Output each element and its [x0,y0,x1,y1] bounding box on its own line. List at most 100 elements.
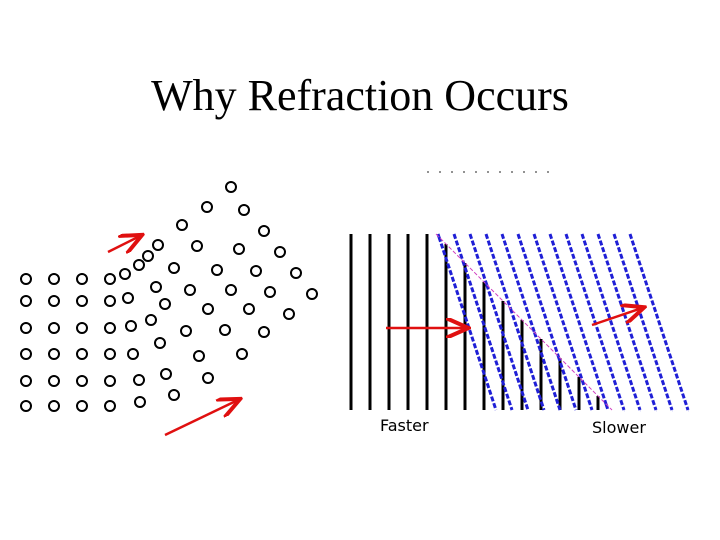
particle [193,350,205,362]
particle [211,264,223,276]
slide-title: Why Refraction Occurs [151,71,569,120]
particle [76,400,88,412]
particle [236,348,248,360]
particle [133,259,145,271]
particle [274,246,286,258]
particle [48,295,60,307]
wavefront-line-slow-upper [548,233,608,405]
particle [184,284,196,296]
particle [168,262,180,274]
dot [439,171,441,173]
wavefront-line-slow-upper [612,233,674,411]
particle [225,284,237,296]
boundary-line [435,233,613,411]
particle [150,281,162,293]
particle [20,322,32,334]
particle [20,400,32,412]
particle [306,288,318,300]
dot [523,171,525,173]
wavefront-line-slow [556,355,578,411]
particle-lattice [20,181,318,412]
particle [76,322,88,334]
particle [122,292,134,304]
particle [20,375,32,387]
particle [104,348,116,360]
dot [511,171,513,173]
dot [499,171,501,173]
particle [127,348,139,360]
particle [20,348,32,360]
arrow-right-icon [164,400,238,437]
particle [104,295,116,307]
particle [48,273,60,285]
particle [20,273,32,285]
particle [76,375,88,387]
particle [104,400,116,412]
particle [202,303,214,315]
wavefront-line-slow-upper [628,233,690,411]
particle [283,308,295,320]
particle [48,400,60,412]
particle [152,239,164,251]
particle [104,322,116,334]
particle [180,325,192,337]
particle [76,348,88,360]
particle [104,375,116,387]
particle [76,295,88,307]
wavefront-line-slow-upper [596,233,658,411]
dot [547,171,549,173]
particle [264,286,276,298]
dot [475,171,477,173]
particle [76,273,88,285]
arrow-right-icon [591,308,642,327]
particle [258,225,270,237]
particle [201,201,213,213]
particle [159,298,171,310]
particle [48,375,60,387]
wavefront-line-slow-upper [532,233,584,381]
dot [451,171,453,173]
particle [233,243,245,255]
particle [145,314,157,326]
particle [219,324,231,336]
wavefront-line-slow-upper [452,233,465,262]
particle [168,389,180,401]
label-slower: Slower [592,418,646,437]
wavefront-line-slow-upper [468,233,489,286]
particle [202,372,214,384]
particle [142,250,154,262]
particle [125,320,137,332]
particle [134,396,146,408]
dot [427,171,429,173]
wavefront-line-slow [509,308,546,411]
wavefront-line-slow [485,284,530,411]
wavefront-line-slow-upper [500,233,536,333]
particle [250,265,262,277]
particle [290,267,302,279]
wavefront-line-slow-upper [516,233,560,357]
particle [119,268,131,280]
wavefront-line-slow-upper [580,233,642,411]
particle [225,181,237,193]
particle [176,219,188,231]
wavefront-line-slow [533,331,562,411]
particle [48,322,60,334]
wavefront-line-slow-upper [484,233,513,310]
wavefront-line-slow-upper [564,233,626,411]
particle [238,204,250,216]
wavefront-line-slow [461,260,514,411]
particle [20,295,32,307]
particle [243,303,255,315]
label-faster: Faster [380,416,429,435]
dot [487,171,489,173]
particle [160,368,172,380]
dotted-row [427,171,549,173]
particle [258,326,270,338]
particle [154,337,166,349]
wavefront-line-slow [437,236,498,411]
particle [104,273,116,285]
dot [463,171,465,173]
wavefront-diagram [349,233,690,411]
